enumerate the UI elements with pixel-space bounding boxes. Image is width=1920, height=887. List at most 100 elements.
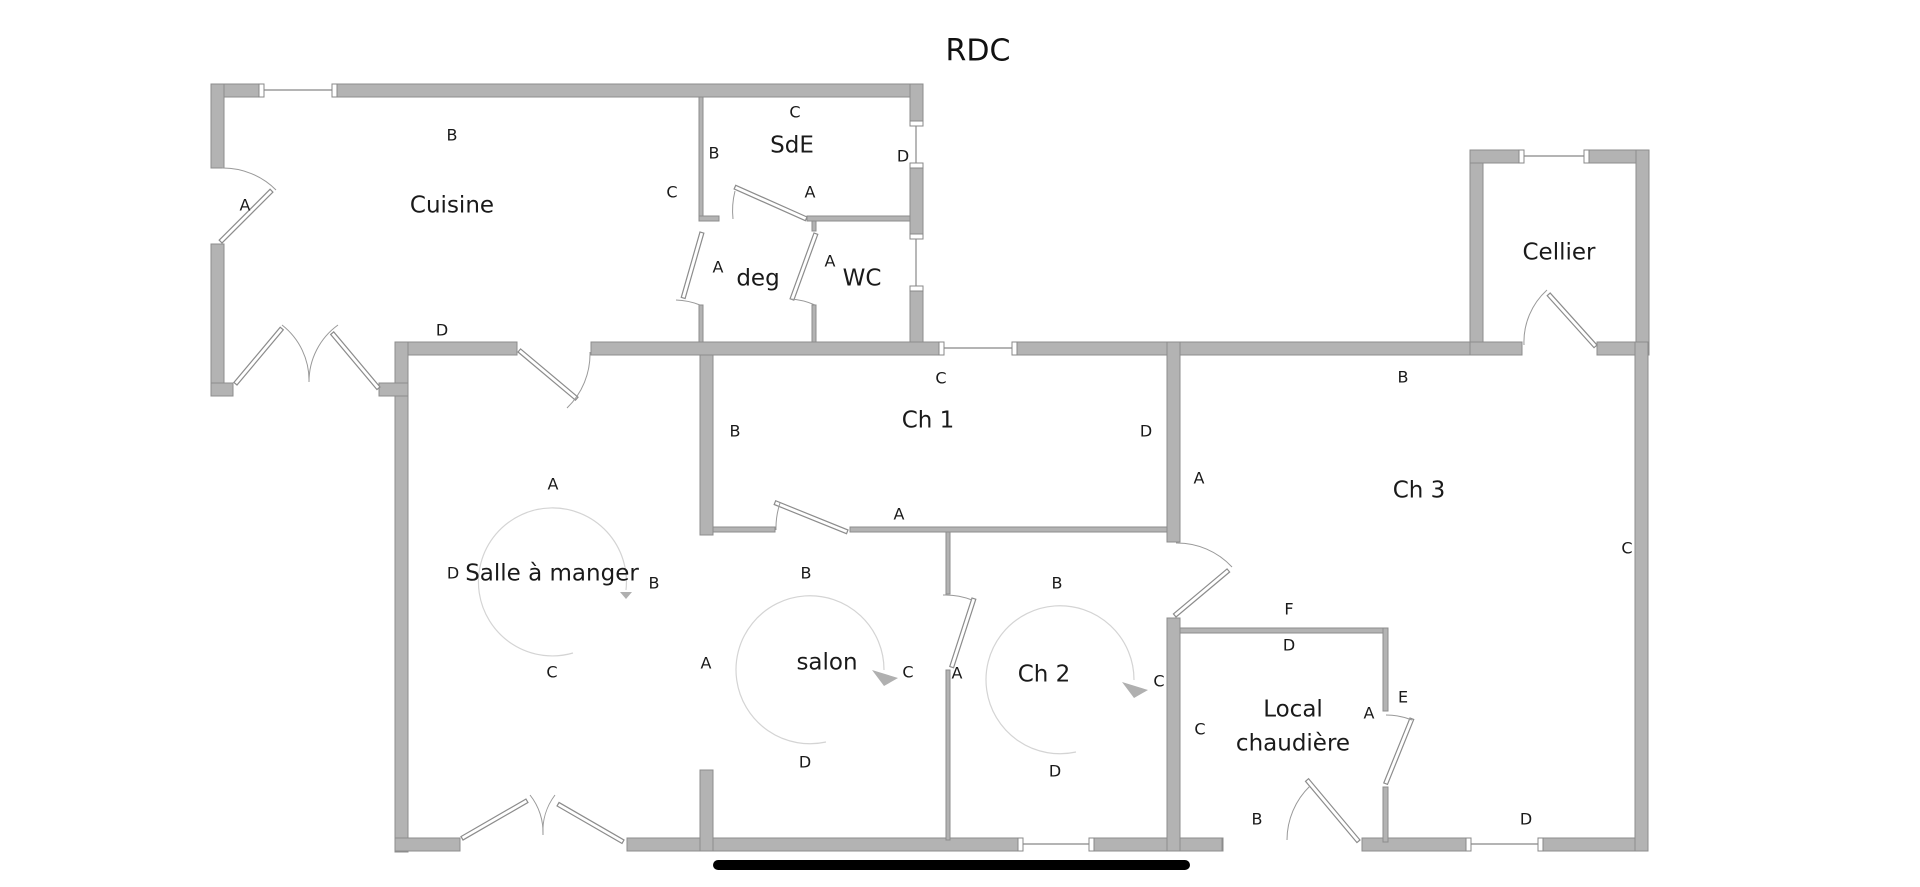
wall-label-cuisine-a: A (240, 196, 251, 215)
wall-label-salon-b: B (801, 564, 812, 583)
wall-segment (698, 215, 720, 222)
wall-segment (1177, 837, 1223, 852)
window-ch1-top (938, 341, 1018, 356)
wall-label-ch2-d: D (1049, 762, 1061, 781)
room-label-salon: salon (796, 650, 857, 676)
wall-label-sde-b: B (709, 144, 720, 163)
wall-segment (394, 341, 409, 853)
wall-segment (1015, 341, 1476, 356)
wall-label-salon-a: A (701, 654, 712, 673)
wall-segment (210, 382, 234, 397)
wall-segment (378, 382, 409, 397)
wall-segment (626, 837, 1020, 852)
wall-segment (945, 669, 951, 841)
wall-segment (699, 769, 714, 852)
wall-label-wc-a: A (825, 252, 836, 271)
wall-label-sde-c: C (789, 103, 800, 122)
door-ch3-left (1172, 542, 1233, 618)
wall-label-ch2-b: B (1052, 574, 1063, 593)
wall-segment (698, 96, 704, 222)
room-label-deg: deg (736, 266, 779, 292)
room-label-sde: SdE (770, 133, 814, 159)
doors (218, 167, 1598, 845)
wall-label-salon-d: D (799, 753, 811, 772)
door-ch1 (773, 499, 849, 535)
wall-segment (1382, 786, 1389, 843)
wall-label-ch1-c: C (935, 369, 946, 388)
window-cuisine-top (258, 83, 338, 98)
wall-label-deg-a: A (713, 258, 724, 277)
wall-segment (945, 531, 951, 595)
door-cuisine-left (218, 167, 277, 244)
room-label-cuisine: Cuisine (410, 193, 494, 219)
walls (210, 83, 1650, 853)
wall-label-ch1-d: D (1140, 422, 1152, 441)
wall-segment (712, 526, 776, 533)
wall-label-cuisine-d: D (436, 321, 448, 340)
floor-title: RDC (946, 34, 1011, 69)
home-indicator[interactable] (713, 860, 1190, 870)
wall-label-local-chaudiere-d: D (1283, 636, 1295, 655)
window-ch2-bottom (1017, 837, 1095, 852)
door-cellier (1523, 289, 1598, 349)
door-salle-a-manger-top (517, 348, 591, 409)
wall-label-salle-a-manger-d: D (447, 564, 459, 583)
wall-segment (1382, 627, 1389, 712)
wall-segment (1166, 341, 1181, 543)
wall-segment (811, 304, 817, 346)
room-labels: Cuisine SdE deg WC Cellier Salle à mange… (410, 133, 1596, 757)
wall-label-ch1-b: B (730, 422, 741, 441)
wall-label-local-chaudiere-c: C (1194, 720, 1205, 739)
wall-label-ch3-e: E (1398, 688, 1408, 707)
wall-segment (1634, 341, 1649, 852)
wall-label-ch3-a: A (1194, 469, 1205, 488)
wall-segment (909, 287, 924, 345)
wall-label-local-chaudiere-b: B (1252, 810, 1263, 829)
wall-label-sde-d: D (897, 147, 909, 166)
rotation-marker-salon (735, 595, 898, 745)
wall-label-ch1-a: A (894, 505, 905, 524)
door-cuisine-bottom-double (233, 324, 381, 391)
window-wc-right (909, 233, 924, 292)
wall-label-salle-a-manger-b: B (649, 574, 660, 593)
rotation-markers (477, 507, 1148, 755)
wall-segment (1469, 341, 1523, 356)
wall-segment (590, 341, 941, 356)
wall-segment (394, 341, 518, 356)
wall-label-ch3-b: B (1398, 368, 1409, 387)
door-local-chaudiere-right (1382, 714, 1415, 786)
wall-label-ch2-a: A (952, 664, 963, 683)
wall-label-ch3-d: D (1520, 810, 1532, 829)
wall-segment (1635, 149, 1650, 356)
wall-label-cuisine-b: B (447, 126, 458, 145)
windows (258, 83, 1590, 852)
window-sde-right (909, 120, 924, 169)
wall-segment (849, 526, 1178, 533)
wall-label-salle-a-manger-a: A (548, 475, 559, 494)
door-salle-a-manger-bottom-double (460, 794, 625, 845)
wall-segment (1179, 627, 1389, 634)
wall-label-local-chaudiere-a: A (1364, 704, 1375, 723)
wall-segment (806, 215, 911, 222)
wall-segment (699, 354, 714, 536)
wall-segment (909, 83, 924, 125)
rotation-marker-salle-a-manger (477, 507, 632, 657)
room-label-local-chaudiere-line1: Local (1263, 697, 1323, 723)
wall-segment (1166, 617, 1181, 852)
wall-label-ch2-c: C (1153, 672, 1164, 691)
wall-label-cuisine-c: C (666, 183, 677, 202)
door-deg-left (675, 231, 705, 306)
room-label-ch3: Ch 3 (1393, 478, 1446, 504)
room-label-local-chaudiere-line2: chaudière (1236, 731, 1350, 757)
wall-segment (1541, 837, 1649, 852)
wall-segment (335, 83, 924, 98)
wall-label-ch3-c: C (1621, 539, 1632, 558)
wall-segment (1361, 837, 1467, 852)
wall-label-sde-a: A (805, 183, 816, 202)
door-sde (732, 184, 808, 222)
room-label-cellier: Cellier (1523, 240, 1597, 266)
room-label-ch1: Ch 1 (902, 408, 955, 434)
wall-label-ch3-f: F (1284, 600, 1293, 619)
wall-segment (1469, 149, 1484, 356)
